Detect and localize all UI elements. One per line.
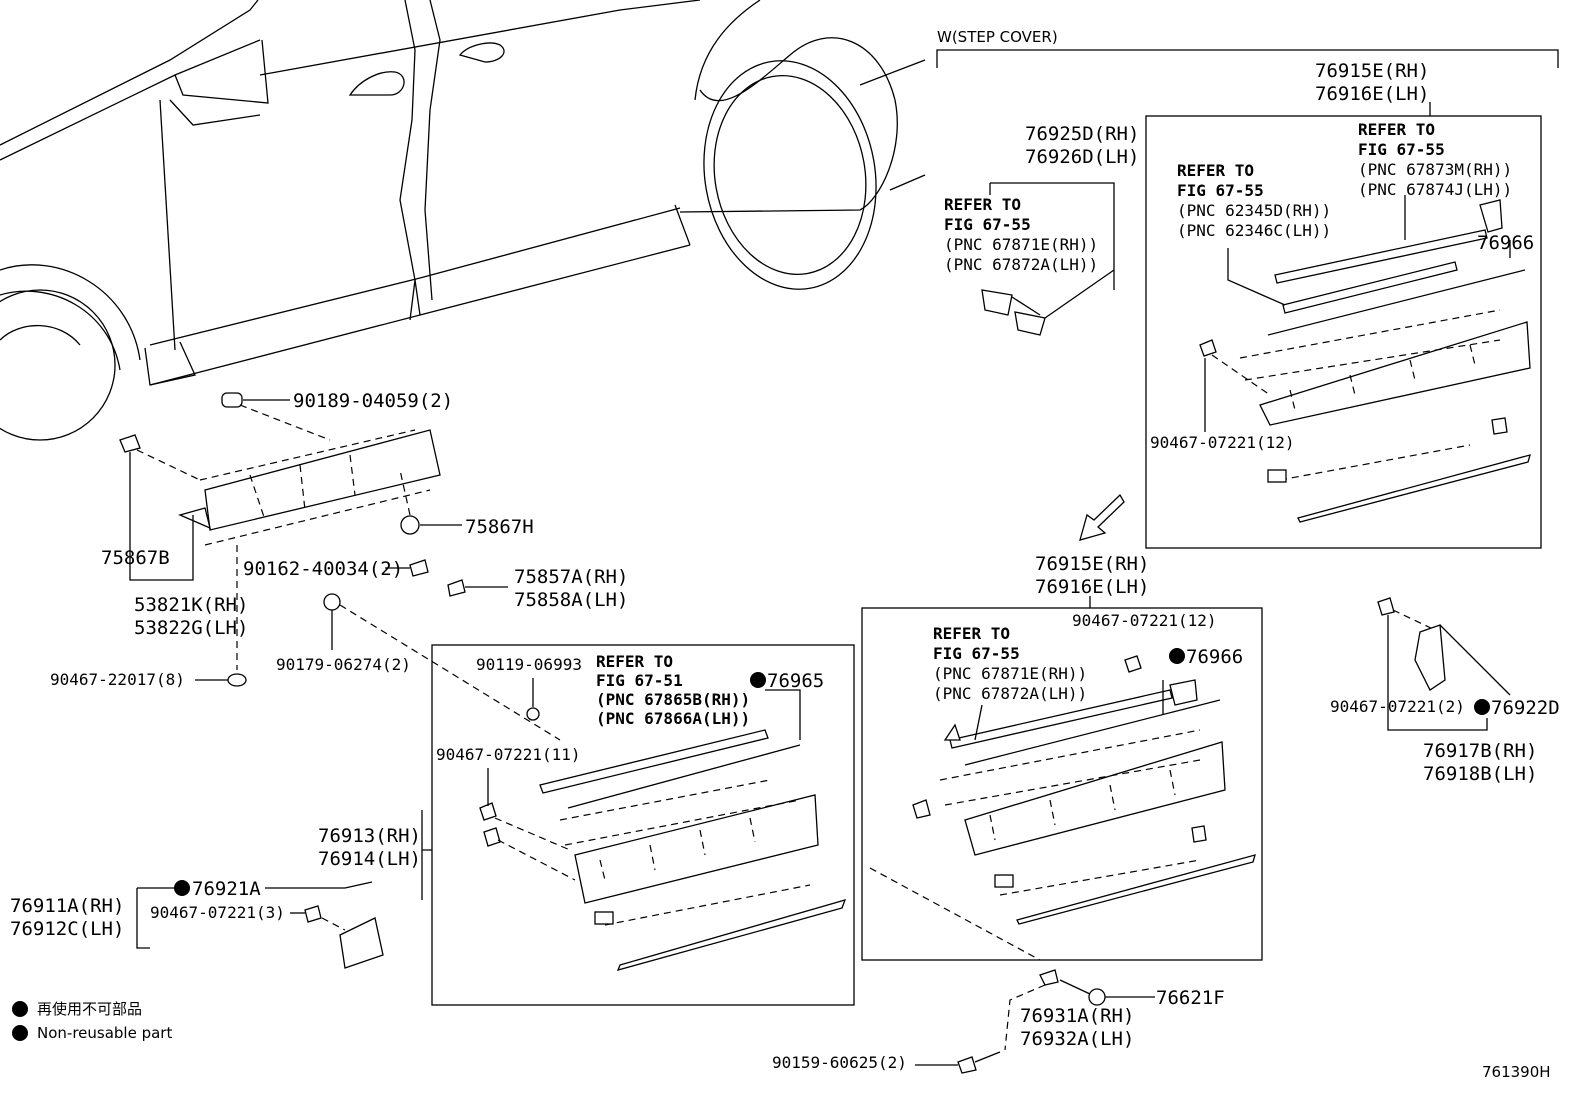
step-cover-bracket xyxy=(936,49,1559,68)
label-76916E-mid: 76916E(LH) xyxy=(1035,576,1149,598)
label-90467-3: 90467-07221(3) xyxy=(150,903,285,922)
ref-a-line2: FIG 67-55 xyxy=(944,215,1031,234)
non-reusable-dot-icon xyxy=(174,880,190,896)
clip-center xyxy=(594,911,614,925)
label-76925D: 76925D(RH) xyxy=(1025,123,1139,145)
label-53822G: 53822G(LH) xyxy=(134,617,248,639)
label-76922D: 76922D xyxy=(1491,697,1560,719)
label-76912C: 76912C(LH) xyxy=(10,918,124,940)
group-box-76913 xyxy=(431,644,855,1006)
label-75857A: 75857A(RH) xyxy=(514,566,628,588)
label-90467-12-top: 90467-07221(12) xyxy=(1150,433,1295,452)
clip-90189 xyxy=(221,392,243,408)
label-76931A: 76931A(RH) xyxy=(1020,1005,1134,1027)
ref-c-line2: FIG 67-55 xyxy=(1358,140,1445,159)
ref-b-line3: (PNC 62345D(RH)) xyxy=(1177,201,1331,220)
ref-d-line1: REFER TO xyxy=(596,652,673,671)
ref-d-line4: (PNC 67866A(LH)) xyxy=(596,709,750,728)
ref-a-line1: REFER TO xyxy=(944,195,1021,214)
label-76914: 76914(LH) xyxy=(318,848,421,870)
ref-c-line3: (PNC 67873M(RH)) xyxy=(1358,160,1512,179)
non-reusable-dot-icon xyxy=(750,672,766,688)
group-box-76915E-mid xyxy=(861,607,1263,961)
clip-75857A xyxy=(447,579,466,597)
label-76915E-mid: 76915E(RH) xyxy=(1035,553,1149,575)
ref-c-line4: (PNC 67874J(LH)) xyxy=(1358,180,1512,199)
label-76921A: 76921A xyxy=(192,878,261,900)
label-90189: 90189-04059(2) xyxy=(293,390,453,412)
ref-b-line4: (PNC 62346C(LH)) xyxy=(1177,221,1331,240)
ref-e-line2: FIG 67-55 xyxy=(933,644,1020,663)
label-90179: 90179-06274(2) xyxy=(276,655,411,674)
label-76913: 76913(RH) xyxy=(318,825,421,847)
label-76917B: 76917B(RH) xyxy=(1423,740,1537,762)
label-90467-2: 90467-07221(2) xyxy=(1330,697,1465,716)
bottom-fasteners xyxy=(915,969,1155,1074)
label-75867B: 75867B xyxy=(101,547,170,569)
clip-75867H xyxy=(400,515,420,535)
label-75867H: 75867H xyxy=(465,516,534,538)
vehicle-side-outline xyxy=(0,0,926,441)
section-title: W(STEP COVER) xyxy=(937,28,1058,46)
label-76918B: 76918B(LH) xyxy=(1423,763,1537,785)
label-53821K: 53821K(RH) xyxy=(134,594,248,616)
nut-90179 xyxy=(323,593,341,611)
step-cover-76915E-top xyxy=(1199,195,1531,523)
label-76915E-top: 76915E(RH) xyxy=(1315,60,1429,82)
label-90162: 90162-40034(2) xyxy=(243,558,403,580)
legend-dot-icon xyxy=(12,1025,28,1041)
step-cover-76915E-mid xyxy=(869,655,1256,961)
legend-english: Non-reusable part xyxy=(37,1024,172,1042)
ref-a-line3: (PNC 67871E(RH)) xyxy=(944,235,1098,254)
label-76911A: 76911A(RH) xyxy=(10,895,124,917)
ref-b-line2: FIG 67-55 xyxy=(1177,181,1264,200)
ref-e-line3: (PNC 67871E(RH)) xyxy=(933,664,1087,683)
ref-d-line2: FIG 67-51 xyxy=(596,671,683,690)
label-76966-top: 76966 xyxy=(1477,232,1534,254)
ref-d-line3: (PNC 67865B(RH)) xyxy=(596,690,750,709)
clip-75867B xyxy=(119,434,141,453)
ref-e-line4: (PNC 67872A(LH)) xyxy=(933,684,1087,703)
down-arrow-icon xyxy=(1079,493,1125,541)
label-90467-22017: 90467-22017(8) xyxy=(50,670,185,689)
legend-japanese: 再使用不可部品 xyxy=(37,1000,142,1018)
clip-90467-22017 xyxy=(227,673,247,687)
label-76966-mid: 76966 xyxy=(1186,646,1243,668)
step-cover-76913 xyxy=(479,678,847,971)
group-box-76915E-top xyxy=(1145,115,1542,549)
legend-dot-icon xyxy=(12,1001,28,1017)
ref-e-line1: REFER TO xyxy=(933,624,1010,643)
label-90119: 90119-06993 xyxy=(476,655,582,674)
clip-group-76925D xyxy=(981,182,1115,336)
label-76926D: 76926D(LH) xyxy=(1025,146,1139,168)
ref-c-line1: REFER TO xyxy=(1358,120,1435,139)
label-90467-11: 90467-07221(11) xyxy=(436,745,581,764)
label-76965: 76965 xyxy=(767,670,824,692)
label-76916E-top: 76916E(LH) xyxy=(1315,83,1429,105)
figure-code: 761390H xyxy=(1482,1063,1551,1081)
rocker-panel-assembly xyxy=(119,392,561,741)
label-76621F: 76621F xyxy=(1156,987,1225,1009)
ref-b-line1: REFER TO xyxy=(1177,161,1254,180)
bracket-76917B xyxy=(1377,597,1511,731)
label-75858A: 75858A(LH) xyxy=(514,589,628,611)
label-76932A: 76932A(LH) xyxy=(1020,1028,1134,1050)
mudguard-76911A xyxy=(136,881,384,969)
non-reusable-dot-icon xyxy=(1169,648,1185,664)
non-reusable-dot-icon xyxy=(1474,699,1490,715)
label-90467-12-mid: 90467-07221(12) xyxy=(1072,611,1217,630)
ref-a-line4: (PNC 67872A(LH)) xyxy=(944,255,1098,274)
screw-90162 xyxy=(409,559,429,577)
label-90159: 90159-60625(2) xyxy=(772,1053,907,1072)
